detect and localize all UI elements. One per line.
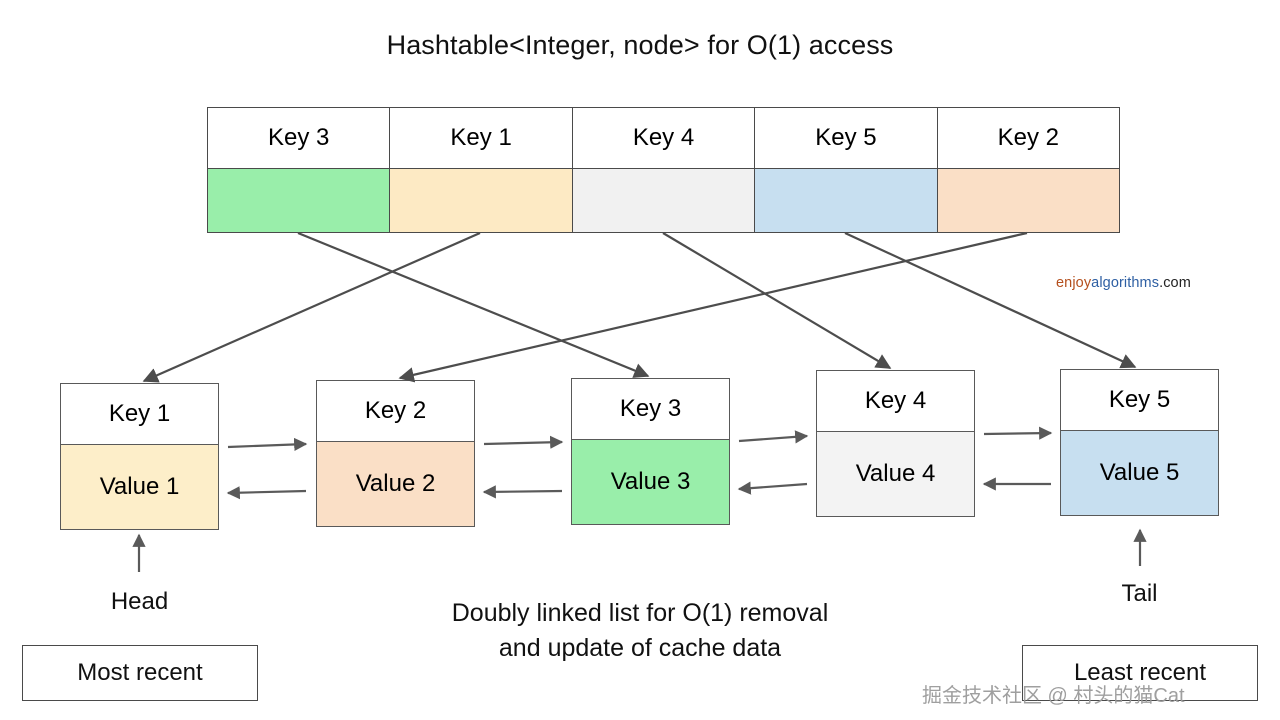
brand-watermark-part2: algorithms — [1091, 275, 1160, 291]
hashtable-cell: Key 1 — [390, 108, 573, 232]
page-title: Hashtable<Integer, node> for O(1) access — [386, 30, 894, 60]
list-node-key: Key 4 — [817, 371, 974, 432]
list-caption-line2: and update of cache data — [498, 634, 782, 662]
list-node-value: Value 4 — [817, 432, 974, 516]
next-pointer-4-5 — [983, 426, 1053, 440]
hash-link-key4 — [662, 232, 892, 369]
hashtable-cell-value-swatch — [937, 169, 1120, 232]
head-label: Head — [110, 588, 169, 615]
hash-link-key1 — [142, 231, 481, 383]
list-node: Key 2 Value 2 — [316, 380, 475, 527]
list-node: Key 5 Value 5 — [1060, 369, 1219, 516]
hashtable-cell: Key 4 — [572, 108, 756, 232]
list-node-key: Key 3 — [572, 379, 729, 440]
brand-watermark: enjoyalgorithms.com — [1056, 275, 1191, 291]
hashtable-cell-key: Key 1 — [390, 108, 572, 169]
hash-link-key3 — [297, 231, 650, 378]
prev-pointer-3-2 — [482, 485, 563, 499]
next-pointer-3-4 — [738, 430, 809, 444]
brand-watermark-part1: enjoy — [1056, 275, 1092, 291]
hashtable-cell: Key 3 — [208, 108, 391, 232]
list-node-key: Key 1 — [61, 384, 218, 445]
list-node-value: Value 1 — [61, 445, 218, 529]
hashtable-row: Key 3 Key 1 Key 4 Key 5 Key 2 — [207, 107, 1120, 233]
hashtable-cell-value-swatch — [572, 169, 755, 232]
hashtable-cell-key: Key 5 — [755, 108, 937, 169]
list-node-value: Value 2 — [317, 442, 474, 526]
brand-watermark-part3: .com — [1159, 275, 1191, 291]
hashtable-cell-key: Key 4 — [572, 108, 755, 169]
hashtable-cell-value-swatch — [390, 169, 572, 232]
hashtable-cell: Key 5 — [755, 108, 938, 232]
hashtable-cell-value-swatch — [208, 169, 390, 232]
list-node: Key 1 Value 1 — [60, 383, 219, 530]
hashtable-cell-key: Key 2 — [937, 108, 1120, 169]
least-recent-box: Least recent — [1022, 645, 1258, 701]
list-caption: Doubly linked list for O(1) removal and … — [340, 596, 940, 666]
list-node-key: Key 5 — [1061, 370, 1218, 431]
hashtable-cell: Key 2 — [937, 108, 1120, 232]
hashtable-cell-value-swatch — [755, 169, 937, 232]
list-node-key: Key 2 — [317, 381, 474, 442]
hash-link-key5 — [844, 232, 1137, 369]
prev-pointer-4-3 — [737, 481, 808, 495]
hash-link-key2 — [398, 231, 1028, 383]
most-recent-box: Most recent — [22, 645, 258, 701]
next-pointer-2-3 — [483, 435, 564, 449]
prev-pointer-2-1 — [226, 486, 307, 500]
list-node-value: Value 3 — [572, 440, 729, 524]
hashtable-cell-key: Key 3 — [208, 108, 390, 169]
tail-label: Tail — [1121, 580, 1158, 607]
chinese-watermark: 掘金技术社区 @ 村头的猫Cat — [922, 685, 1185, 707]
list-caption-line1: Doubly linked list for O(1) removal — [451, 599, 829, 627]
list-node: Key 3 Value 3 — [571, 378, 730, 525]
list-node: Key 4 Value 4 — [816, 370, 975, 517]
list-node-value: Value 5 — [1061, 431, 1218, 515]
next-pointer-1-2 — [227, 437, 308, 452]
